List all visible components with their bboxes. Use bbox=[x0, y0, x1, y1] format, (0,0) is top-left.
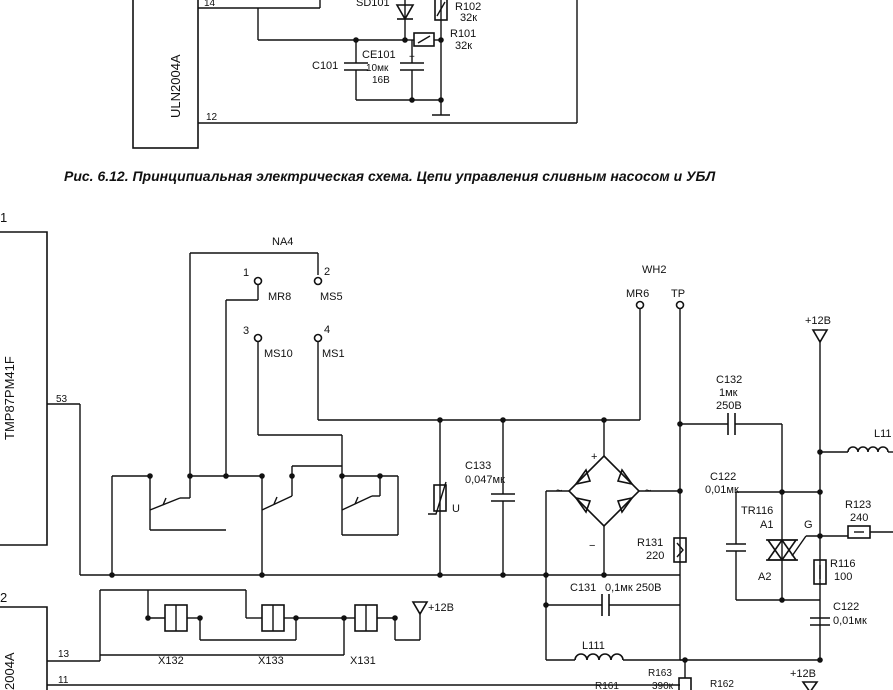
r102-label: R102 bbox=[455, 1, 481, 13]
chip2-label: 2004A bbox=[2, 652, 17, 690]
ce101-label: CE101 bbox=[362, 49, 396, 61]
tr116-a2-label: A2 bbox=[758, 571, 771, 583]
na4-title: NA4 bbox=[272, 236, 293, 248]
main-bus bbox=[80, 572, 680, 578]
r131-value: 220 bbox=[646, 550, 664, 562]
c131-label: C131 bbox=[570, 582, 596, 594]
x131-label: X131 bbox=[350, 655, 376, 667]
mr6-label: MR6 bbox=[626, 288, 649, 300]
figure-caption: Рис. 6.12. Принципиальная электрическая … bbox=[64, 168, 716, 184]
wh2-title: WH2 bbox=[642, 264, 666, 276]
c122a-label: C122 bbox=[710, 471, 736, 483]
tr116-label: TR116 bbox=[741, 505, 773, 517]
chip1-number: 1 bbox=[0, 210, 7, 225]
ce101-plus: + bbox=[409, 52, 415, 63]
triac-section: C132 1мк 250В C122 0,01мк TR116 A1 A2 G … bbox=[677, 315, 893, 690]
svg-text:3: 3 bbox=[243, 325, 249, 337]
c122b-value: 0,01мк bbox=[833, 615, 867, 627]
r131-symbol bbox=[673, 537, 687, 563]
uln2004a-top-label: ULN2004A bbox=[168, 54, 183, 118]
v12-right-label: +12В bbox=[805, 315, 831, 327]
c132-label: C132 bbox=[716, 374, 742, 386]
ms1-label: MS1 bbox=[322, 348, 345, 360]
svg-text:+: + bbox=[591, 451, 597, 463]
r163-symbol bbox=[678, 677, 692, 690]
c122a-value: 0,01мк bbox=[705, 484, 739, 496]
r123-label: R123 bbox=[845, 499, 871, 511]
pin-12-label: 12 bbox=[206, 112, 218, 123]
tp-label: TP bbox=[671, 288, 685, 300]
ce101-value-2: 16В bbox=[372, 75, 390, 86]
varistor-c133: U C133 0,047мк bbox=[428, 417, 515, 575]
l111-inductor: L111 R163 390к R161 R162 bbox=[546, 640, 734, 690]
r102-symbol bbox=[434, 0, 448, 21]
c133-label: C133 bbox=[465, 460, 491, 472]
c122b-label: C122 bbox=[833, 601, 859, 613]
l11-label: L11 bbox=[874, 428, 892, 440]
pin-14-label: 14 bbox=[204, 0, 216, 9]
svg-text:2: 2 bbox=[324, 266, 330, 278]
coils-12v-label: +12В bbox=[428, 602, 454, 614]
ms10-label: MS10 bbox=[264, 348, 293, 360]
sd101-diode-symbol bbox=[395, 4, 415, 21]
sd101-label: SD101 bbox=[356, 0, 390, 9]
x133-label: X133 bbox=[258, 655, 284, 667]
r163-label: R163 bbox=[648, 668, 672, 679]
ms5-label: MS5 bbox=[320, 291, 343, 303]
tr116-g-label: G bbox=[804, 519, 813, 531]
v12-bottom-label: +12В bbox=[790, 668, 816, 680]
top-schematic: ULN2004A 14 SD101 R101 32к R102 32к C101 bbox=[132, 0, 578, 149]
r116-value: 100 bbox=[834, 571, 852, 583]
mr8-label: MR8 bbox=[268, 291, 291, 303]
tr116-a1-label: A1 bbox=[760, 519, 773, 531]
bottom-wires bbox=[679, 605, 681, 660]
c132-value-2: 250В bbox=[716, 400, 742, 412]
x132-label: X132 bbox=[158, 655, 184, 667]
chip2-number: 2 bbox=[0, 590, 7, 605]
r116-label: R116 bbox=[830, 558, 855, 570]
pin-13-label: 13 bbox=[58, 649, 70, 660]
varistor-u-label: U bbox=[452, 503, 460, 515]
r123-value: 240 bbox=[850, 512, 868, 524]
diode-bridge: + − ~ ~ bbox=[545, 417, 683, 660]
pin-11-label: 11 bbox=[58, 675, 69, 686]
pin-53-label: 53 bbox=[56, 394, 68, 405]
wh2-connector: WH2 MR6 TP bbox=[626, 264, 685, 605]
na4-connector: NA4 1 2 3 4 MR8 MS5 MS10 MS1 bbox=[111, 236, 640, 575]
c101-label: C101 bbox=[312, 60, 338, 72]
r131-label: R131 bbox=[637, 537, 663, 549]
c133-value: 0,047мк bbox=[465, 474, 505, 486]
r102-value: 32к bbox=[460, 12, 477, 24]
c132-value-1: 1мк bbox=[719, 387, 738, 399]
svg-text:4: 4 bbox=[324, 324, 330, 336]
svg-text:1: 1 bbox=[243, 267, 249, 279]
r161-label: R161 bbox=[595, 681, 619, 690]
r101-label: R101 bbox=[450, 28, 476, 40]
r163-value: 390к bbox=[652, 681, 674, 690]
varistor-symbol bbox=[433, 484, 447, 512]
l111-label: L111 bbox=[582, 640, 605, 652]
r101-value: 32к bbox=[455, 40, 472, 52]
chip1-label: TMP87PM41F bbox=[2, 356, 17, 440]
ce101-value-1: 10мк bbox=[366, 63, 389, 74]
left-chips: 1 TMP87PM41F 53 2 2004A 13 11 bbox=[0, 210, 680, 690]
r116-symbol bbox=[813, 559, 827, 585]
svg-text:−: − bbox=[589, 540, 595, 552]
uln2004a-top-chip bbox=[132, 0, 199, 149]
r162-label: R162 bbox=[710, 679, 734, 690]
relay-coils: +12В X132 X133 X131 bbox=[99, 589, 454, 667]
c131-value: 0,1мк 250В bbox=[605, 582, 661, 594]
r131-c131: R131 220 C131 0,1мк 250В bbox=[543, 537, 687, 616]
